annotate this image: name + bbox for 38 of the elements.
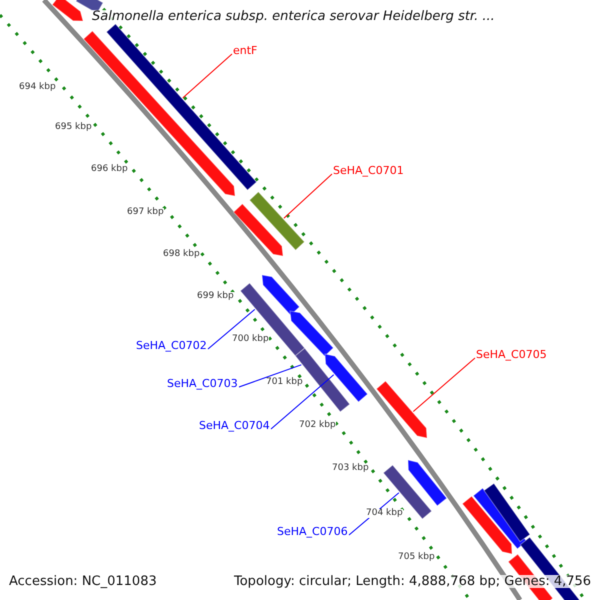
gene-label: SeHA_C0702 (136, 340, 207, 351)
tick-label: 695 kbp (55, 123, 92, 132)
gene-label: SeHA_C0704 (199, 420, 270, 431)
map-title: Salmonella enterica subsp. enterica serovar Heidelberg str. ... (92, 10, 495, 23)
gene-segment (261, 274, 300, 316)
gene-segment (52, 0, 84, 22)
tick-label: 697 kbp (127, 208, 164, 217)
gene-label: SeHA_C0706 (277, 526, 348, 537)
gene-segment (289, 310, 334, 357)
tick-label: 698 kbp (163, 250, 200, 259)
gene-segment (462, 496, 513, 555)
gene-segment (232, 203, 284, 257)
leader-line (412, 358, 476, 412)
gene-label: entF (233, 45, 258, 56)
tick-label: 700 kbp (232, 335, 269, 344)
gene-segment (382, 464, 432, 520)
footer-text: Topology: circular; Length: 4,888,768 bp; Genes: 4,756 (234, 575, 592, 588)
gene-segment (248, 191, 306, 251)
tick-label: 701 kbp (266, 378, 303, 387)
footer-text: Accession: NC_011083 (9, 575, 157, 588)
leader-line (208, 308, 256, 350)
gene-label: SeHA_C0705 (476, 349, 547, 360)
leader-line (283, 174, 332, 219)
leader-line (182, 54, 232, 98)
gene-segment (324, 353, 368, 403)
tick-label: 705 kbp (398, 553, 435, 562)
gene-segment (483, 482, 531, 542)
gene-label: SeHA_C0701 (333, 165, 404, 176)
gene-segment (407, 459, 448, 506)
gene-segment (376, 380, 428, 439)
tick-label: 703 kbp (332, 464, 369, 473)
gene-label: SeHA_C0703 (167, 378, 238, 389)
leader-line (270, 374, 334, 430)
tick-label: 702 kbp (299, 421, 336, 430)
leader-line (238, 364, 302, 388)
tick-label: 696 kbp (91, 165, 128, 174)
tick-label: 694 kbp (19, 83, 56, 92)
tick-label: 704 kbp (366, 509, 403, 518)
